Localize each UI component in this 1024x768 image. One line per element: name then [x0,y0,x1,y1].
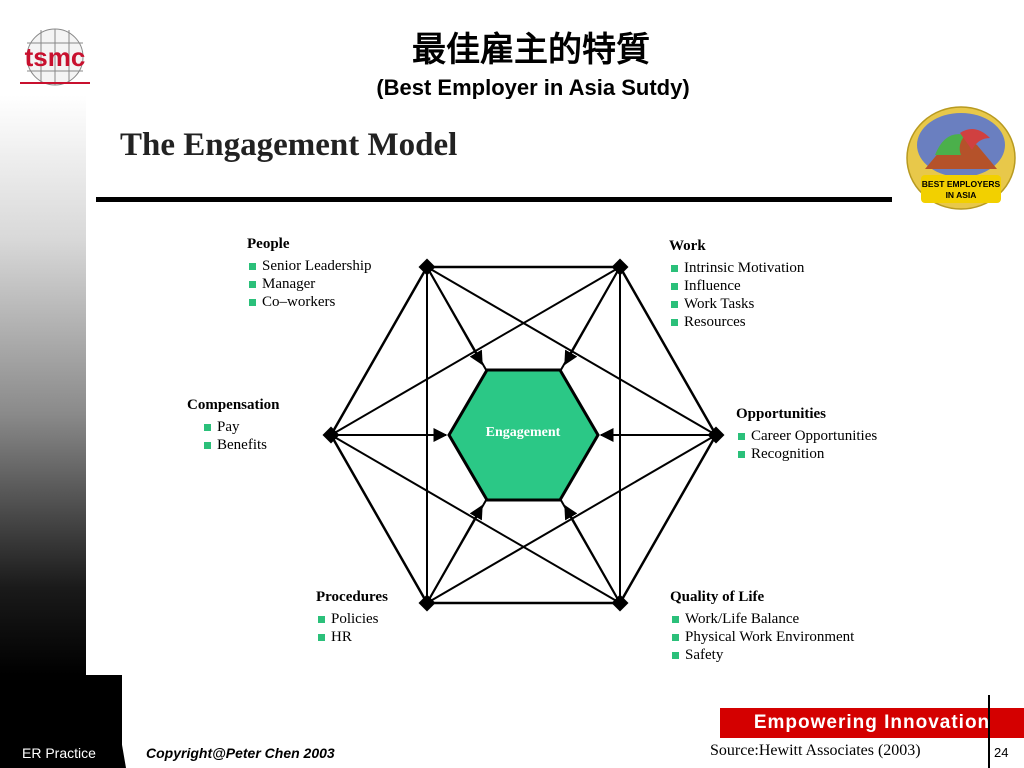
footer-copyright: Copyright@Peter Chen 2003 [146,745,335,761]
title-rule [96,197,892,202]
list-item: Manager [247,275,372,293]
group-compensation: Compensation Pay Benefits [187,397,280,454]
bullet-icon [738,450,745,458]
bullet-icon [204,441,211,449]
page-title-english: (Best Employer in Asia Sutdy) [376,75,690,99]
logo-underline [20,82,90,84]
list-item: Career Opportunities [736,427,877,445]
model-title: The Engagement Model [120,127,458,163]
spoke-arrows [331,266,716,604]
bullet-icon [249,262,256,270]
left-gradient-bar [0,95,86,675]
list-item: Influence [669,277,804,295]
page-number: 24 [994,745,1009,760]
list-item: Co–workers [247,293,372,311]
badge-line1: BEST EMPLOYERS [922,179,1001,189]
bullet-icon [671,318,678,326]
group-title: Compensation [187,397,280,413]
group-title: Work [669,238,706,254]
list-item: Senior Leadership [247,257,372,275]
page-title-chinese: 最佳雇主的特質 [412,30,650,70]
group-people: People Senior Leadership Manager Co–work… [247,236,372,311]
group-title: Quality of Life [670,589,765,605]
tsmc-logo: tsmc [20,28,90,86]
bullet-icon [249,298,256,306]
bullet-icon [318,633,325,641]
bullet-icon [671,300,678,308]
bullet-icon [738,432,745,440]
bullet-icon [672,651,679,659]
list-item: Work/Life Balance [670,610,854,628]
bullet-icon [671,282,678,290]
list-item: Safety [670,646,854,664]
arrow-quality [564,504,621,604]
arrow-work [564,266,621,366]
list-item: Pay [202,418,280,436]
bullet-icon [318,615,325,623]
badge-line2: IN ASIA [946,190,977,200]
arrow-people [426,266,483,366]
group-title: People [247,236,290,252]
arrow-procedures [426,504,483,604]
list-item: Benefits [202,436,280,454]
footer-section-label: ER Practice [22,745,96,761]
list-item: Physical Work Environment [670,628,854,646]
logo-text: tsmc [25,42,86,72]
group-work: Work Intrinsic Motivation Influence Work… [669,238,804,331]
footer-divider [988,695,990,768]
empowering-innovation-banner: Empowering Innovation [720,708,1024,738]
bullet-icon [671,264,678,272]
list-item: HR [316,628,388,646]
list-item: Recognition [736,445,877,463]
logo-grid [26,28,84,86]
bullet-icon [204,423,211,431]
footer-source: Source:Hewitt Associates (2003) [710,742,921,759]
list-item: Work Tasks [669,295,804,313]
group-opportunities: Opportunities Career Opportunities Recog… [736,406,877,463]
group-title: Procedures [316,589,388,605]
vertex-nodes [322,258,725,612]
list-item: Policies [316,610,388,628]
bullet-icon [672,615,679,623]
bullet-icon [249,280,256,288]
engagement-hexagon [447,368,600,502]
group-quality-of-life: Quality of Life Work/Life Balance Physic… [670,589,854,664]
group-title: Opportunities [736,406,827,422]
best-employers-badge: BEST EMPLOYERS IN ASIA [906,106,1016,210]
engagement-label: Engagement [486,425,561,440]
bullet-icon [672,633,679,641]
list-item: Intrinsic Motivation [669,259,804,277]
group-procedures: Procedures Policies HR [316,589,388,646]
list-item: Resources [669,313,804,331]
